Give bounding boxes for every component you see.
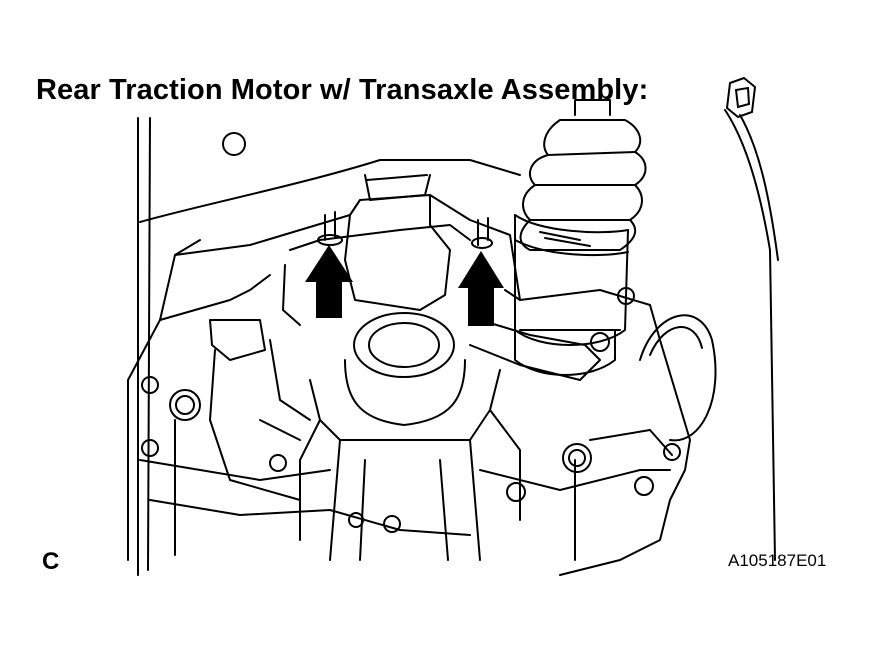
figure-code-label: A105187E01 xyxy=(728,551,827,570)
diagram-title: Rear Traction Motor w/ Transaxle Assembl… xyxy=(36,74,649,106)
motor-mount-bracket xyxy=(282,174,471,326)
support-arm xyxy=(469,289,601,381)
center-hub xyxy=(299,312,521,561)
traction-motor-cylinder xyxy=(514,214,629,376)
cv-boot xyxy=(519,99,647,251)
up-arrow-icon xyxy=(305,245,353,318)
bolt-hex-icon xyxy=(725,76,757,119)
up-arrow-icon xyxy=(458,251,504,326)
vehicle-body-outline xyxy=(137,109,779,576)
transaxle-housing xyxy=(127,194,691,576)
bolt-heads xyxy=(141,211,681,533)
view-letter-label: C xyxy=(42,548,60,575)
callout-arrows xyxy=(305,245,504,326)
